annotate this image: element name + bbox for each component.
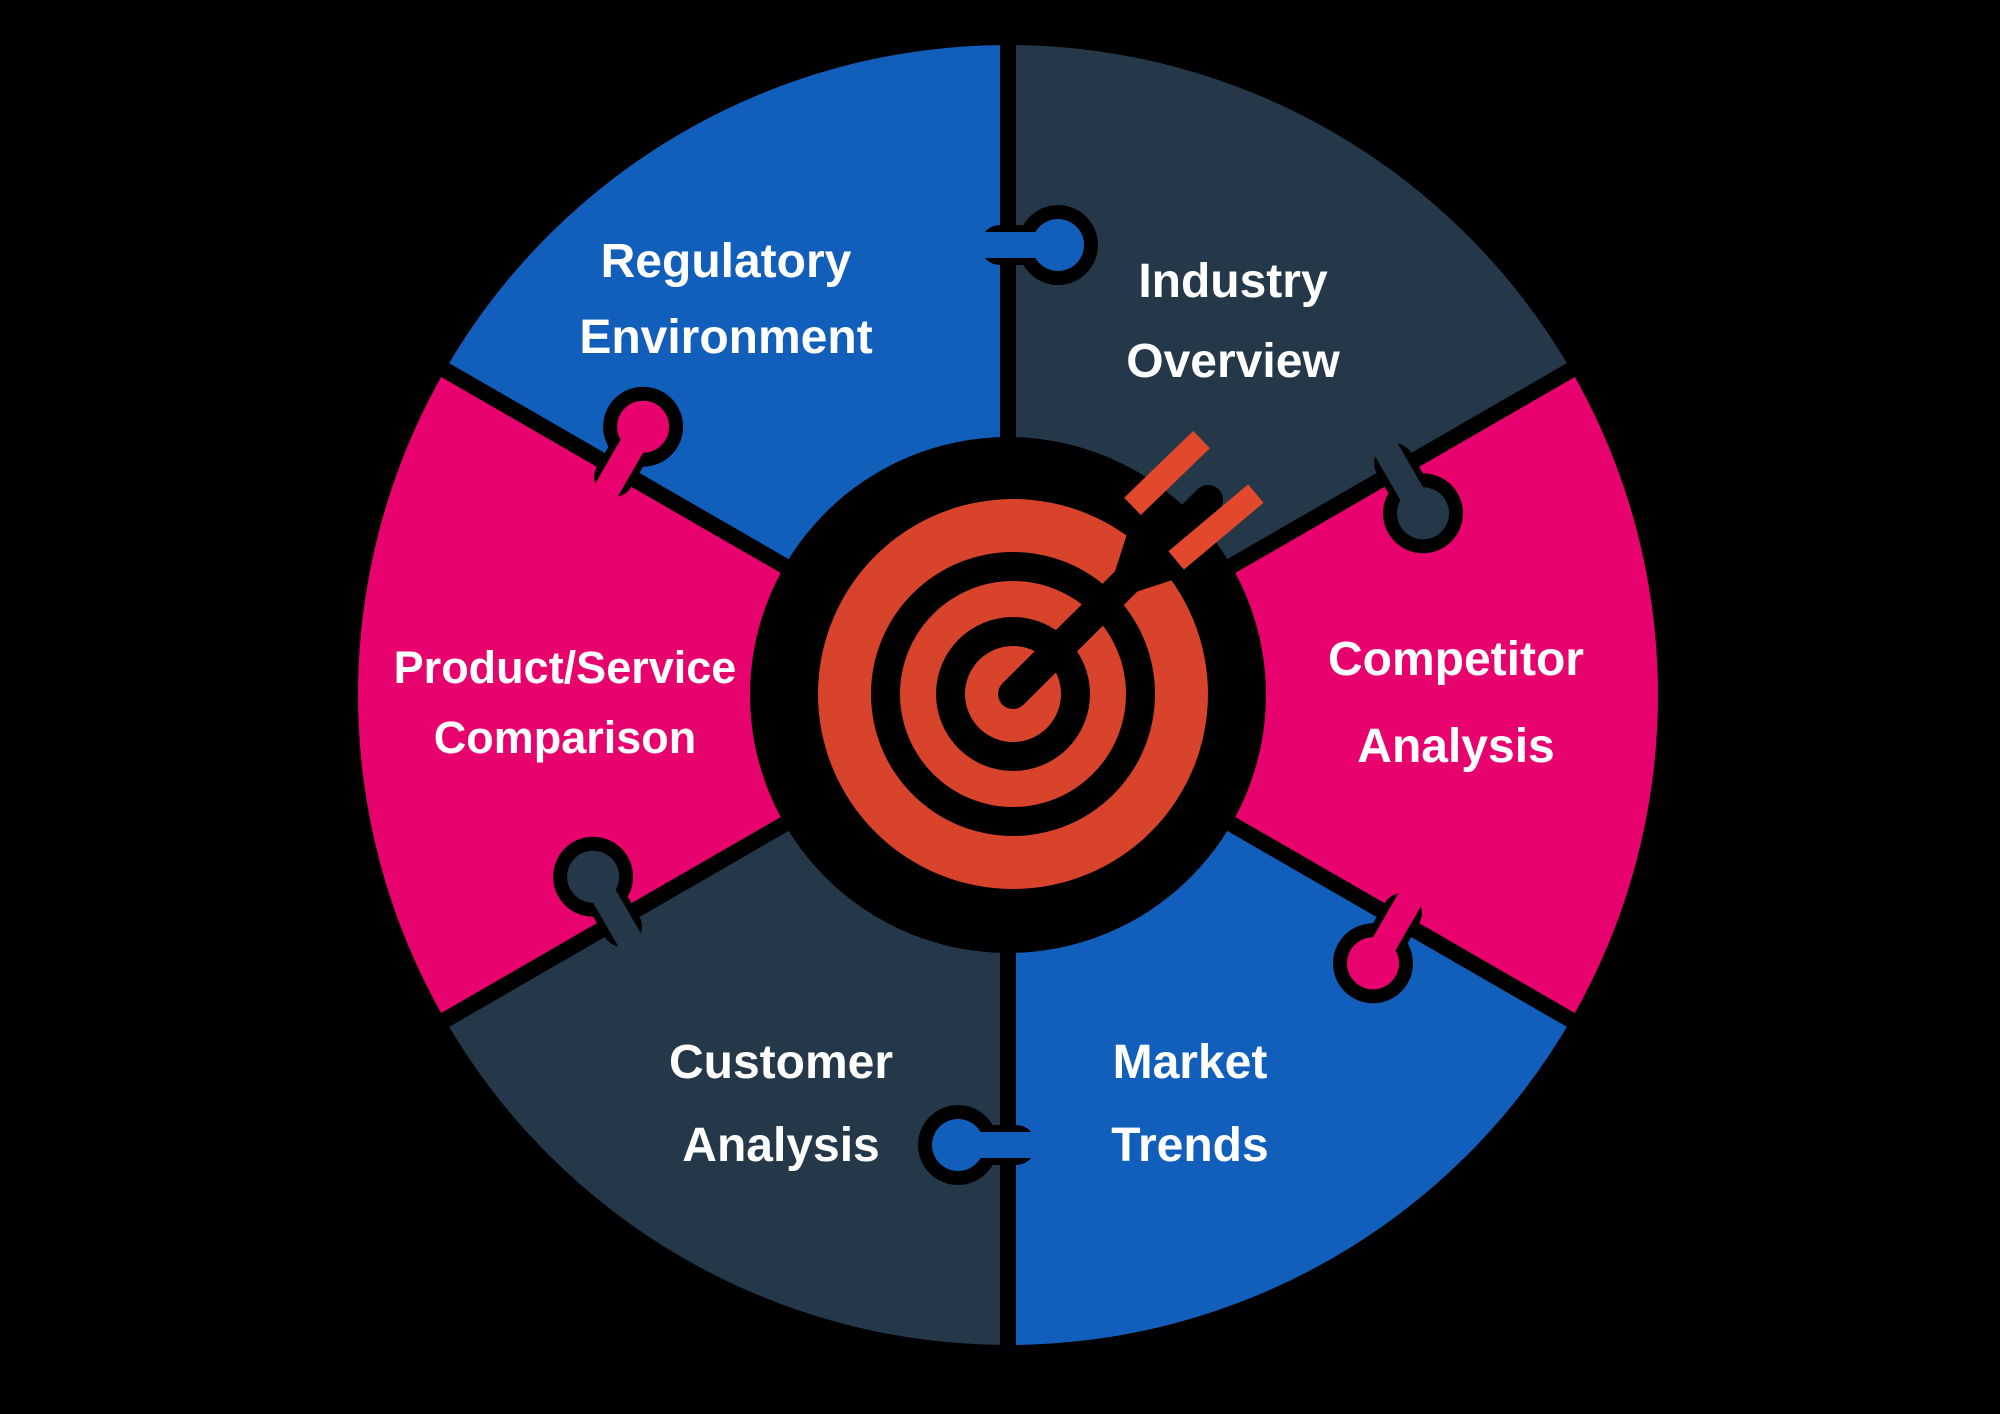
segment-product-service-comparison-shape bbox=[358, 370, 1009, 1020]
knob-tab-industry-to-competitor bbox=[1397, 487, 1449, 540]
label-customer-analysis-line1: Customer bbox=[669, 1036, 893, 1089]
label-customer-analysis-line2: Analysis bbox=[682, 1119, 879, 1172]
label-industry-overview-line2: Overview bbox=[1126, 335, 1340, 388]
knob-tab-product-to-regulatory bbox=[617, 400, 670, 453]
segment-competitor-analysis-shape bbox=[1008, 370, 1658, 1020]
knob-tab-market-to-customer bbox=[932, 1119, 984, 1171]
label-market-trends-line1: Market bbox=[1113, 1036, 1268, 1089]
knob-tab-customer-to-product bbox=[567, 850, 620, 903]
knob-tab-regulatory-to-industry bbox=[1032, 219, 1084, 271]
label-product-service-comparison-line2: Comparison bbox=[434, 712, 697, 763]
segment-labels: Industry Overview Competitor Analysis Ma… bbox=[394, 235, 1584, 1172]
label-product-service-comparison-line1: Product/Service bbox=[394, 642, 737, 693]
label-regulatory-environment-line2: Environment bbox=[579, 311, 872, 364]
label-industry-overview-line1: Industry bbox=[1138, 255, 1328, 308]
label-competitor-analysis-line2: Analysis bbox=[1357, 720, 1554, 773]
label-competitor-analysis-line1: Competitor bbox=[1328, 633, 1584, 686]
label-market-trends-line2: Trends bbox=[1111, 1119, 1268, 1172]
label-regulatory-environment-line1: Regulatory bbox=[601, 235, 852, 288]
dart-arrow-icon bbox=[998, 431, 1264, 709]
puzzle-knobs bbox=[553, 205, 1463, 1185]
dart-arrowhead bbox=[1105, 522, 1185, 602]
dart-fletching-vane-1 bbox=[1124, 431, 1210, 515]
knob-tab-competitor-to-market bbox=[1347, 937, 1399, 990]
dart-fletching-vane-2 bbox=[1168, 484, 1264, 570]
